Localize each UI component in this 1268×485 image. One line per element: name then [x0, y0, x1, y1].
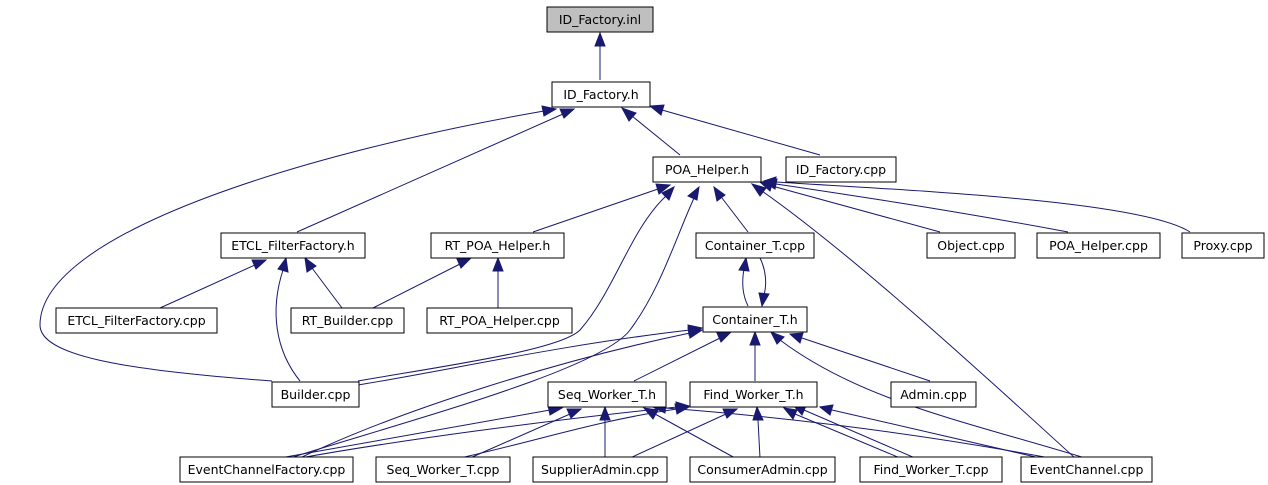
edge-find-worker-t-cpp-to-find-worker-t-h: [782, 407, 901, 459]
edge-builder-cpp-to-id-factory-h: [39, 105, 558, 382]
edge-seq-worker-t-h-to-container-t-h: [633, 331, 733, 382]
svg-text:Find_Worker_T.h: Find_Worker_T.h: [703, 387, 803, 402]
node-seq-worker-t-cpp[interactable]: Seq_Worker_T.cpp: [375, 456, 511, 483]
node-proxy-cpp[interactable]: Proxy.cpp: [1181, 232, 1265, 259]
edge-id-factory-cpp-to-id-factory-h: [648, 104, 821, 156]
node-seq-worker-t-h[interactable]: Seq_Worker_T.h: [547, 381, 667, 408]
svg-text:Object.cpp: Object.cpp: [937, 238, 1004, 253]
node-etcl-filterfactory-cpp[interactable]: ETCL_FilterFactory.cpp: [55, 307, 218, 334]
edge-eventchannel-cpp-to-find-worker-t-h: [818, 404, 1041, 459]
node-rt-poa-helper-h[interactable]: RT_POA_Helper.h: [430, 232, 565, 259]
svg-text:ETCL_FilterFactory.cpp: ETCL_FilterFactory.cpp: [67, 313, 205, 328]
edge-rt-builder-cpp-to-rt-poa-helper-h: [372, 257, 473, 309]
edge-seq-worker-t-cpp-to-find-worker-t-h: [459, 403, 691, 459]
edge-container-t-h-to-container-t-cpp: [738, 256, 750, 307]
edge-object-cpp-to-poa-helper-h: [758, 180, 941, 233]
edge-eventchannelfactory-cpp-to-seq-worker-t-h: [279, 404, 564, 459]
node-object-cpp[interactable]: Object.cpp: [926, 232, 1016, 259]
node-rt-poa-helper-cpp[interactable]: RT_POA_Helper.cpp: [426, 307, 573, 334]
svg-text:Builder.cpp: Builder.cpp: [281, 387, 351, 402]
edge-find-worker-t-h-to-container-t-h: [749, 330, 761, 381]
edge-id-factory-h-to-id-factory-inl: [594, 31, 606, 80]
svg-text:Proxy.cpp: Proxy.cpp: [1193, 238, 1252, 253]
svg-text:Find_Worker_T.cpp: Find_Worker_T.cpp: [873, 462, 988, 477]
edge-builder-cpp-to-etcl-filterfactory-h: [275, 256, 301, 382]
edge-rt-poa-helper-h-to-poa-helper-h: [532, 183, 672, 233]
svg-text:Seq_Worker_T.h: Seq_Worker_T.h: [558, 387, 656, 402]
svg-text:POA_Helper.h: POA_Helper.h: [665, 162, 749, 177]
edge-eventchannel-cpp-to-poa-helper-h: [750, 183, 1076, 459]
node-admin-cpp[interactable]: Admin.cpp: [890, 381, 977, 408]
svg-text:Admin.cpp: Admin.cpp: [900, 387, 967, 402]
edge-container-t-cpp-to-container-t-h: [758, 257, 770, 308]
node-eventchannel-cpp[interactable]: EventChannel.cpp: [1020, 456, 1153, 483]
edge-eventchannelfactory-cpp-to-poa-helper-h: [289, 185, 700, 459]
edge-poa-helper-cpp-to-poa-helper-h: [762, 178, 1069, 233]
node-find-worker-t-cpp[interactable]: Find_Worker_T.cpp: [859, 456, 1003, 483]
edge-poa-helper-h-to-id-factory-h: [620, 107, 681, 156]
node-poa-helper-cpp[interactable]: POA_Helper.cpp: [1036, 232, 1161, 259]
edge-find-worker-t-cpp-to-find-worker-t-h-2: [791, 404, 916, 459]
svg-text:EventChannel.cpp: EventChannel.cpp: [1030, 462, 1144, 477]
svg-text:RT_Builder.cpp: RT_Builder.cpp: [302, 313, 394, 328]
node-container-t-cpp[interactable]: Container_T.cpp: [695, 232, 815, 259]
svg-text:Container_T.h: Container_T.h: [712, 312, 797, 327]
edge-admin-cpp-to-container-t-h: [788, 332, 931, 382]
node-builder-cpp[interactable]: Builder.cpp: [271, 381, 360, 408]
edge-supplieradmin-cpp-to-seq-worker-t-h: [599, 405, 611, 458]
svg-text:Container_T.cpp: Container_T.cpp: [705, 238, 805, 253]
edge-seq-worker-t-cpp-to-seq-worker-t-h: [469, 408, 583, 459]
edge-container-t-cpp-to-poa-helper-h: [713, 185, 749, 233]
svg-text:SupplierAdmin.cpp: SupplierAdmin.cpp: [541, 462, 659, 477]
node-supplieradmin-cpp[interactable]: SupplierAdmin.cpp: [532, 456, 668, 483]
edge-consumeradmin-cpp-to-seq-worker-t-h: [642, 407, 736, 459]
node-consumeradmin-cpp[interactable]: ConsumerAdmin.cpp: [689, 456, 836, 483]
edge-rt-poa-helper-cpp-to-rt-poa-helper-h: [492, 256, 504, 308]
edge-rt-builder-cpp-to-etcl-filterfactory-h: [304, 256, 343, 309]
svg-text:RT_POA_Helper.h: RT_POA_Helper.h: [445, 238, 551, 253]
svg-text:POA_Helper.cpp: POA_Helper.cpp: [1049, 238, 1148, 253]
node-find-worker-t-h[interactable]: Find_Worker_T.h: [689, 381, 818, 408]
svg-text:ETCL_FilterFactory.h: ETCL_FilterFactory.h: [231, 238, 354, 253]
svg-text:RT_POA_Helper.cpp: RT_POA_Helper.cpp: [439, 313, 560, 328]
node-poa-helper-h[interactable]: POA_Helper.h: [652, 156, 762, 183]
svg-text:ConsumerAdmin.cpp: ConsumerAdmin.cpp: [697, 462, 827, 477]
node-id-factory-cpp[interactable]: ID_Factory.cpp: [785, 156, 897, 183]
edge-builder-cpp-to-container-t-h: [357, 324, 704, 386]
edge-supplieradmin-cpp-to-find-worker-t-h: [629, 408, 739, 459]
svg-text:ID_Factory.inl: ID_Factory.inl: [559, 12, 641, 27]
svg-text:Seq_Worker_T.cpp: Seq_Worker_T.cpp: [387, 462, 500, 477]
edge-consumeradmin-cpp-to-find-worker-t-h: [752, 405, 764, 459]
svg-text:EventChannelFactory.cpp: EventChannelFactory.cpp: [188, 462, 346, 477]
edge-etcl-filterfactory-cpp-to-etcl-filterfactory-h: [159, 259, 268, 309]
edge-eventchannelfactory-cpp-to-container-t-h: [299, 327, 704, 459]
edge-proxy-cpp-to-poa-helper-h: [762, 176, 1191, 233]
node-rt-builder-cpp[interactable]: RT_Builder.cpp: [290, 307, 405, 334]
node-eventchannelfactory-cpp[interactable]: EventChannelFactory.cpp: [179, 456, 354, 483]
edge-builder-cpp-to-poa-helper-h: [357, 185, 675, 382]
svg-text:ID_Factory.cpp: ID_Factory.cpp: [796, 162, 886, 177]
node-id-factory-inl: ID_Factory.inl: [546, 6, 654, 33]
node-etcl-filterfactory-h[interactable]: ETCL_FilterFactory.h: [220, 232, 366, 259]
node-id-factory-h[interactable]: ID_Factory.h: [551, 81, 651, 108]
node-container-t-h[interactable]: Container_T.h: [702, 306, 808, 333]
edge-etcl-filterfactory-h-to-id-factory-h: [296, 108, 576, 233]
svg-text:ID_Factory.h: ID_Factory.h: [563, 87, 638, 102]
